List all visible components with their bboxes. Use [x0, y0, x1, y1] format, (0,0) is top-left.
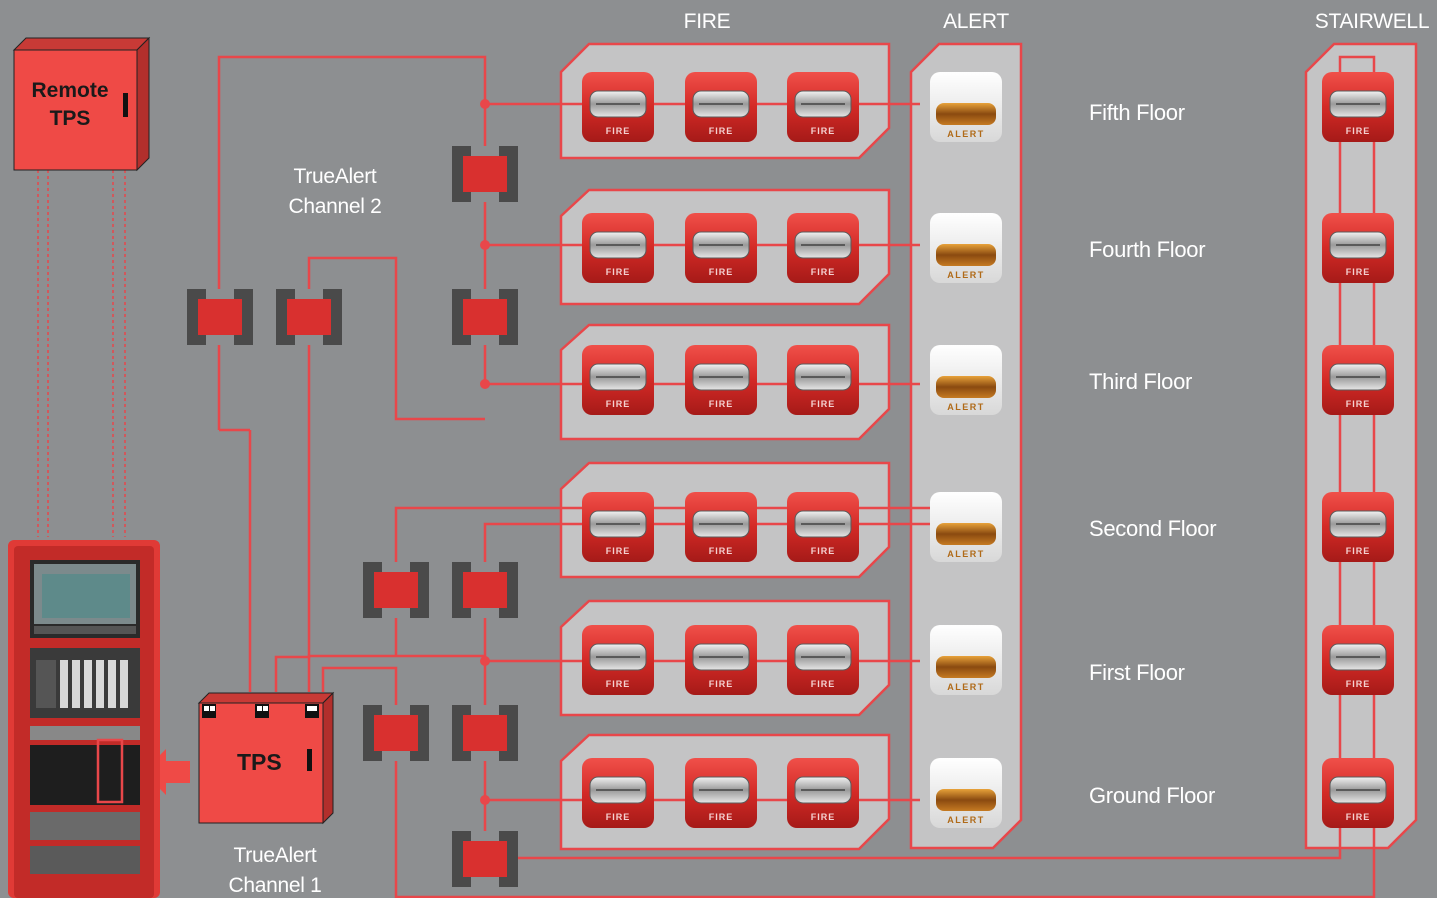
alert-column-panel	[909, 42, 1023, 850]
stairwell-horn-strobe: FIRE	[1322, 72, 1394, 142]
alert-strobe: ALERT	[930, 625, 1002, 695]
isolator-module	[276, 289, 342, 345]
fire-horn-strobe: FIRE	[582, 213, 654, 283]
floor-label-fourth: Fourth Floor	[1089, 237, 1206, 262]
fire-horn-strobe: FIRE	[787, 213, 859, 283]
isolator-module	[452, 705, 518, 761]
channel2-label-line1: TrueAlert	[293, 165, 377, 188]
svg-text:FIRE: FIRE	[709, 126, 734, 136]
svg-text:FIRE: FIRE	[811, 399, 836, 409]
alert-column-header: ALERT	[943, 10, 1009, 33]
svg-text:FIRE: FIRE	[1346, 679, 1371, 689]
fire-horn-strobe: FIRE	[685, 625, 757, 695]
stairwell-horn-strobe: FIRE	[1322, 345, 1394, 415]
isolator-module	[452, 562, 518, 618]
fire-horn-strobe: FIRE	[685, 72, 757, 142]
fire-horn-strobe: FIRE	[582, 72, 654, 142]
svg-text:FIRE: FIRE	[606, 126, 631, 136]
floor-label-third: Third Floor	[1089, 369, 1193, 394]
fire-horn-strobe: FIRE	[685, 213, 757, 283]
stairwell-horn-strobe: FIRE	[1322, 625, 1394, 695]
fire-horn-strobe: FIRE	[787, 345, 859, 415]
channel1-label-line1: TrueAlert	[233, 844, 317, 867]
floor-label-ground: Ground Floor	[1089, 783, 1216, 808]
alert-strobe: ALERT	[930, 72, 1002, 142]
isolator-module	[187, 289, 253, 345]
svg-text:ALERT: ALERT	[947, 549, 985, 559]
svg-text:FIRE: FIRE	[811, 812, 836, 822]
fire-horn-strobe: FIRE	[685, 345, 757, 415]
fire-horn-strobe: FIRE	[582, 758, 654, 828]
fire-horn-strobe: FIRE	[582, 492, 654, 562]
fire-horn-strobe: FIRE	[685, 492, 757, 562]
remote-tps-dashed-links	[37, 170, 126, 537]
svg-text:ALERT: ALERT	[947, 682, 985, 692]
fire-horn-strobe: FIRE	[685, 758, 757, 828]
svg-text:FIRE: FIRE	[709, 546, 734, 556]
tps-box	[197, 691, 335, 825]
isolator-module	[452, 146, 518, 202]
isolator-modules	[187, 146, 518, 887]
alert-strobe: ALERT	[930, 492, 1002, 562]
svg-text:FIRE: FIRE	[606, 812, 631, 822]
fire-horn-strobe: FIRE	[787, 758, 859, 828]
tps-label: TPS	[237, 749, 282, 775]
svg-text:FIRE: FIRE	[811, 267, 836, 277]
stairwell-horn-strobe: FIRE	[1322, 758, 1394, 828]
svg-text:FIRE: FIRE	[709, 399, 734, 409]
svg-text:FIRE: FIRE	[606, 679, 631, 689]
svg-text:FIRE: FIRE	[709, 267, 734, 277]
svg-text:FIRE: FIRE	[606, 267, 631, 277]
junction-dots	[480, 99, 490, 805]
remote-tps-label-line1: Remote	[31, 79, 109, 102]
fire-horn-strobe: FIRE	[582, 345, 654, 415]
svg-text:FIRE: FIRE	[1346, 399, 1371, 409]
fire-column-header: FIRE	[683, 10, 731, 33]
svg-text:ALERT: ALERT	[947, 270, 985, 280]
svg-text:FIRE: FIRE	[1346, 546, 1371, 556]
remote-tps-label-line2: TPS	[49, 107, 91, 130]
svg-text:FIRE: FIRE	[1346, 267, 1371, 277]
svg-text:ALERT: ALERT	[947, 402, 985, 412]
isolator-module	[363, 562, 429, 618]
channel1-label-line2: Channel 1	[228, 874, 322, 897]
stairwell-horn-strobe: FIRE	[1322, 492, 1394, 562]
fire-horn-strobe: FIRE	[787, 72, 859, 142]
fire-horn-strobe: FIRE	[787, 492, 859, 562]
svg-text:FIRE: FIRE	[709, 679, 734, 689]
isolator-module	[452, 289, 518, 345]
alert-strobe: ALERT	[930, 345, 1002, 415]
alert-strobe: ALERT	[930, 758, 1002, 828]
svg-text:FIRE: FIRE	[1346, 126, 1371, 136]
remote-tps-box	[12, 36, 151, 172]
channel2-label-line2: Channel 2	[288, 195, 382, 218]
fire-horn-strobe: FIRE	[787, 625, 859, 695]
isolator-module	[363, 705, 429, 761]
fire-device-panels	[559, 42, 891, 851]
stairwell-column-header: STAIRWELL	[1314, 10, 1430, 33]
fire-alarm-control-panel	[8, 540, 160, 898]
svg-text:FIRE: FIRE	[811, 679, 836, 689]
floor-label-second: Second Floor	[1089, 516, 1217, 541]
svg-text:FIRE: FIRE	[606, 546, 631, 556]
svg-text:FIRE: FIRE	[811, 126, 836, 136]
svg-text:ALERT: ALERT	[947, 129, 985, 139]
alert-strobe: ALERT	[930, 213, 1002, 283]
svg-text:FIRE: FIRE	[606, 399, 631, 409]
svg-text:ALERT: ALERT	[947, 815, 985, 825]
svg-text:FIRE: FIRE	[709, 812, 734, 822]
floor-label-first: First Floor	[1089, 660, 1185, 685]
stairwell-horn-strobe: FIRE	[1322, 213, 1394, 283]
svg-text:FIRE: FIRE	[811, 546, 836, 556]
svg-text:FIRE: FIRE	[1346, 812, 1371, 822]
floor-label-fifth: Fifth Floor	[1089, 100, 1185, 125]
stairwell-column-panel	[1304, 42, 1418, 850]
fire-horn-strobe: FIRE	[582, 625, 654, 695]
isolator-module	[452, 831, 518, 887]
